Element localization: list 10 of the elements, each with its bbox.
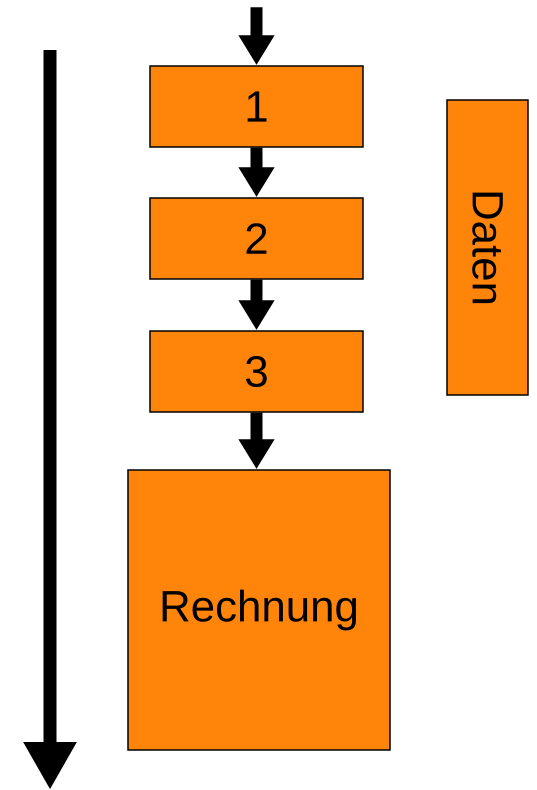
box-label: Daten (472, 192, 503, 304)
process-box (149, 330, 364, 413)
process-box (446, 99, 529, 396)
box-label: 1 (248, 91, 267, 122)
box-label: 3 (246, 356, 267, 388)
box-label: 2 (246, 223, 266, 254)
box-label: Rechnung (162, 590, 356, 630)
process-box (149, 65, 364, 148)
process-box (127, 469, 391, 751)
process-box (149, 197, 364, 280)
